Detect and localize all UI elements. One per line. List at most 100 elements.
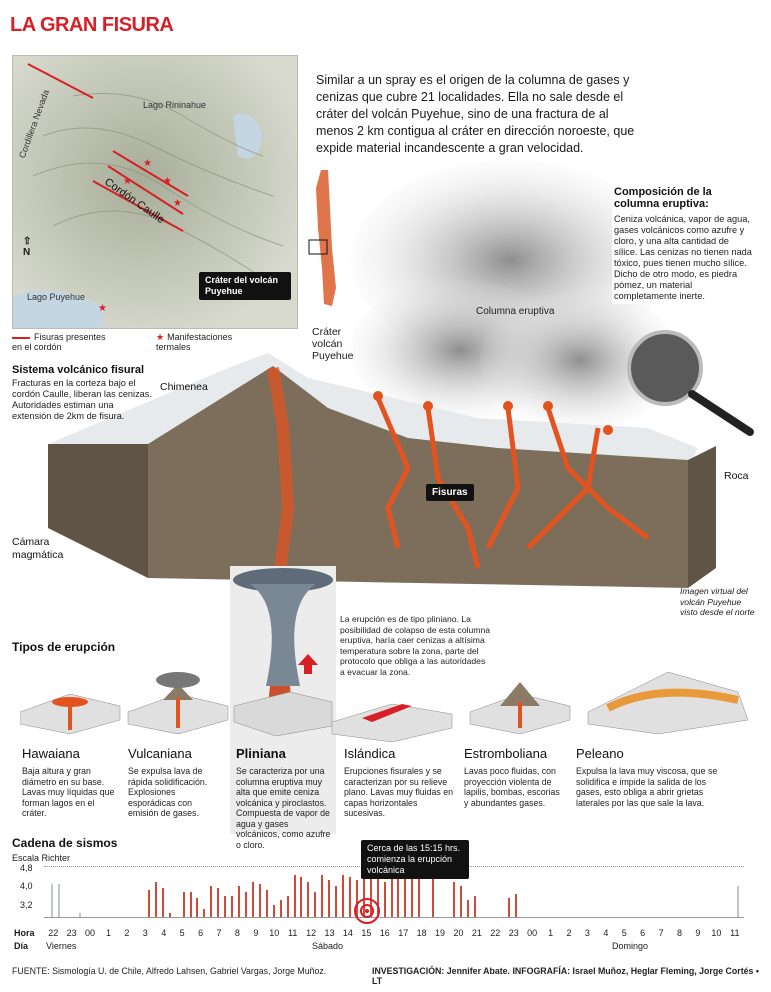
estromboliana-block [469,682,571,735]
eruptive-column-graphic [350,160,680,430]
sismo-bar [321,875,324,917]
sismo-bar [508,898,511,917]
tipo-peleano-desc: Expulsa la lava muy viscosa, que se soli… [576,766,718,808]
sismo-bar [342,875,345,917]
sismo-bar [154,881,157,917]
map-label-puyehue: Lago Puyehue [27,292,86,302]
erupcion-marker-icon [354,898,380,924]
sismo-bar [328,879,331,917]
hour-tick-label: 7 [216,928,222,938]
sismo-bar [161,887,164,917]
chimenea-label: Chimenea [160,381,208,393]
investigacion-footer: INVESTIGACIÓN: Jennifer Abate. INFOGRAFÍ… [372,966,759,986]
pliniana-column-graphic [233,568,333,736]
hour-tick-label: 11 [288,928,298,938]
dia-label: Día [14,941,29,951]
crater-callout: Cráter volcán Puyehue [312,326,354,362]
peleano-block [587,672,749,735]
composicion-title: Composición de la columna eruptiva: [614,186,712,210]
sismo-bar [390,871,393,917]
eruption-types-illustrations [20,672,749,742]
sismo-bar [335,885,338,917]
hour-tick-label: 17 [398,928,409,938]
legend-termales: ★Manifestaciones termales [156,332,233,352]
hour-tick-label: 6 [198,928,204,938]
map-label-rininahue: Lago Rininahue [143,100,207,110]
sismos-title: Cadena de sismos [12,836,118,850]
hawaiana-block [20,693,121,735]
volcano-block-diagram [48,353,716,589]
sismo-bar [369,875,372,917]
tipo-hawaiana-desc: Baja altura y gran diámetro en su base. … [22,766,115,818]
location-map: ★ ★ ★ ★ ★ Lago Rininahue Cordillera Neva… [12,55,298,329]
ytick-40: 4,0 [20,881,33,891]
sismo-bar [459,885,462,917]
thermal-star-icon: ★ [156,332,165,342]
tipo-hawaiana-title: Hawaiana [22,746,80,761]
legend-fisuras: Fisuras presentes en el cordón [12,332,106,352]
tipo-vulcaniana-title: Vulcaniana [128,746,192,761]
sismo-bar [147,889,150,917]
svg-text:★: ★ [98,303,107,314]
sismo-bar [300,877,303,917]
sismo-bar [473,896,476,917]
hour-tick-label: 00 [527,928,538,938]
sismo-bar [244,892,247,917]
sismo-bar [411,873,414,917]
roca-label: Roca [724,470,749,482]
day-viernes: Viernes [46,941,77,951]
hour-tick-label: 8 [234,928,240,938]
day-sabado: Sábado [312,941,344,951]
sismo-bar [189,892,192,917]
hour-tick-label: 5 [621,928,627,938]
hour-tick-label: 4 [161,928,167,938]
hour-tick-label: 13 [324,928,335,938]
sismo-bar [50,883,53,917]
sismo-bar [224,896,227,917]
hour-tick-label: 16 [379,928,390,938]
hour-tick-label: 10 [711,928,722,938]
day-domingo: Domingo [612,941,649,951]
tipo-peleano-title: Peleano [576,746,624,761]
sismo-bar [78,912,81,917]
sismo-bar [418,871,421,917]
escala-label: Escala Richter [12,853,71,863]
sismo-bar [279,900,282,917]
svg-text:★: ★ [123,176,132,187]
sismo-bar [251,881,254,917]
hour-tick-label: 14 [342,928,353,938]
page-title: LA GRAN FISURA [10,14,174,36]
hour-tick-label: 20 [453,928,464,938]
sismo-bar [231,896,234,917]
sismo-bar [404,871,407,917]
sismo-bar [265,889,268,917]
sismo-bar [376,877,379,917]
hour-tick-label: 3 [142,928,148,938]
hora-label: Hora [14,928,35,938]
fisuras-tag: Fisuras [426,484,474,501]
sismo-bar [307,881,310,917]
sismo-bar [515,894,518,917]
hour-tick-label: 00 [85,928,96,938]
fuente-footer: FUENTE: Sismología U. de Chile, Alfredo … [12,966,327,976]
erupcion-callout: Cerca de las 15:15 hrs. comienza la erup… [361,840,469,879]
hour-tick-label: 5 [179,928,185,938]
columna-label: Columna eruptiva [476,306,555,317]
hour-tick-label: 1 [548,928,554,938]
fissure-line-icon [12,336,30,339]
crater-tag: Cráter del volcán Puyehue [199,272,291,300]
hour-tick-label: 6 [640,928,646,938]
sismo-bar [314,892,317,917]
ytick-48: 4,8 [20,863,33,873]
tipo-pliniana-desc: Se caracteriza por una columna eruptiva … [236,766,331,850]
sismo-bar [203,908,206,917]
sismo-bar [210,885,213,917]
sistema-title: Sistema volcánico fisural [12,364,145,376]
ytick-32: 3,2 [20,900,33,910]
hour-tick-label: 15 [361,928,372,938]
sismo-bar [452,881,455,917]
sismo-bar [217,887,220,917]
sismo-bar [362,875,365,917]
sismo-bar [238,885,241,917]
